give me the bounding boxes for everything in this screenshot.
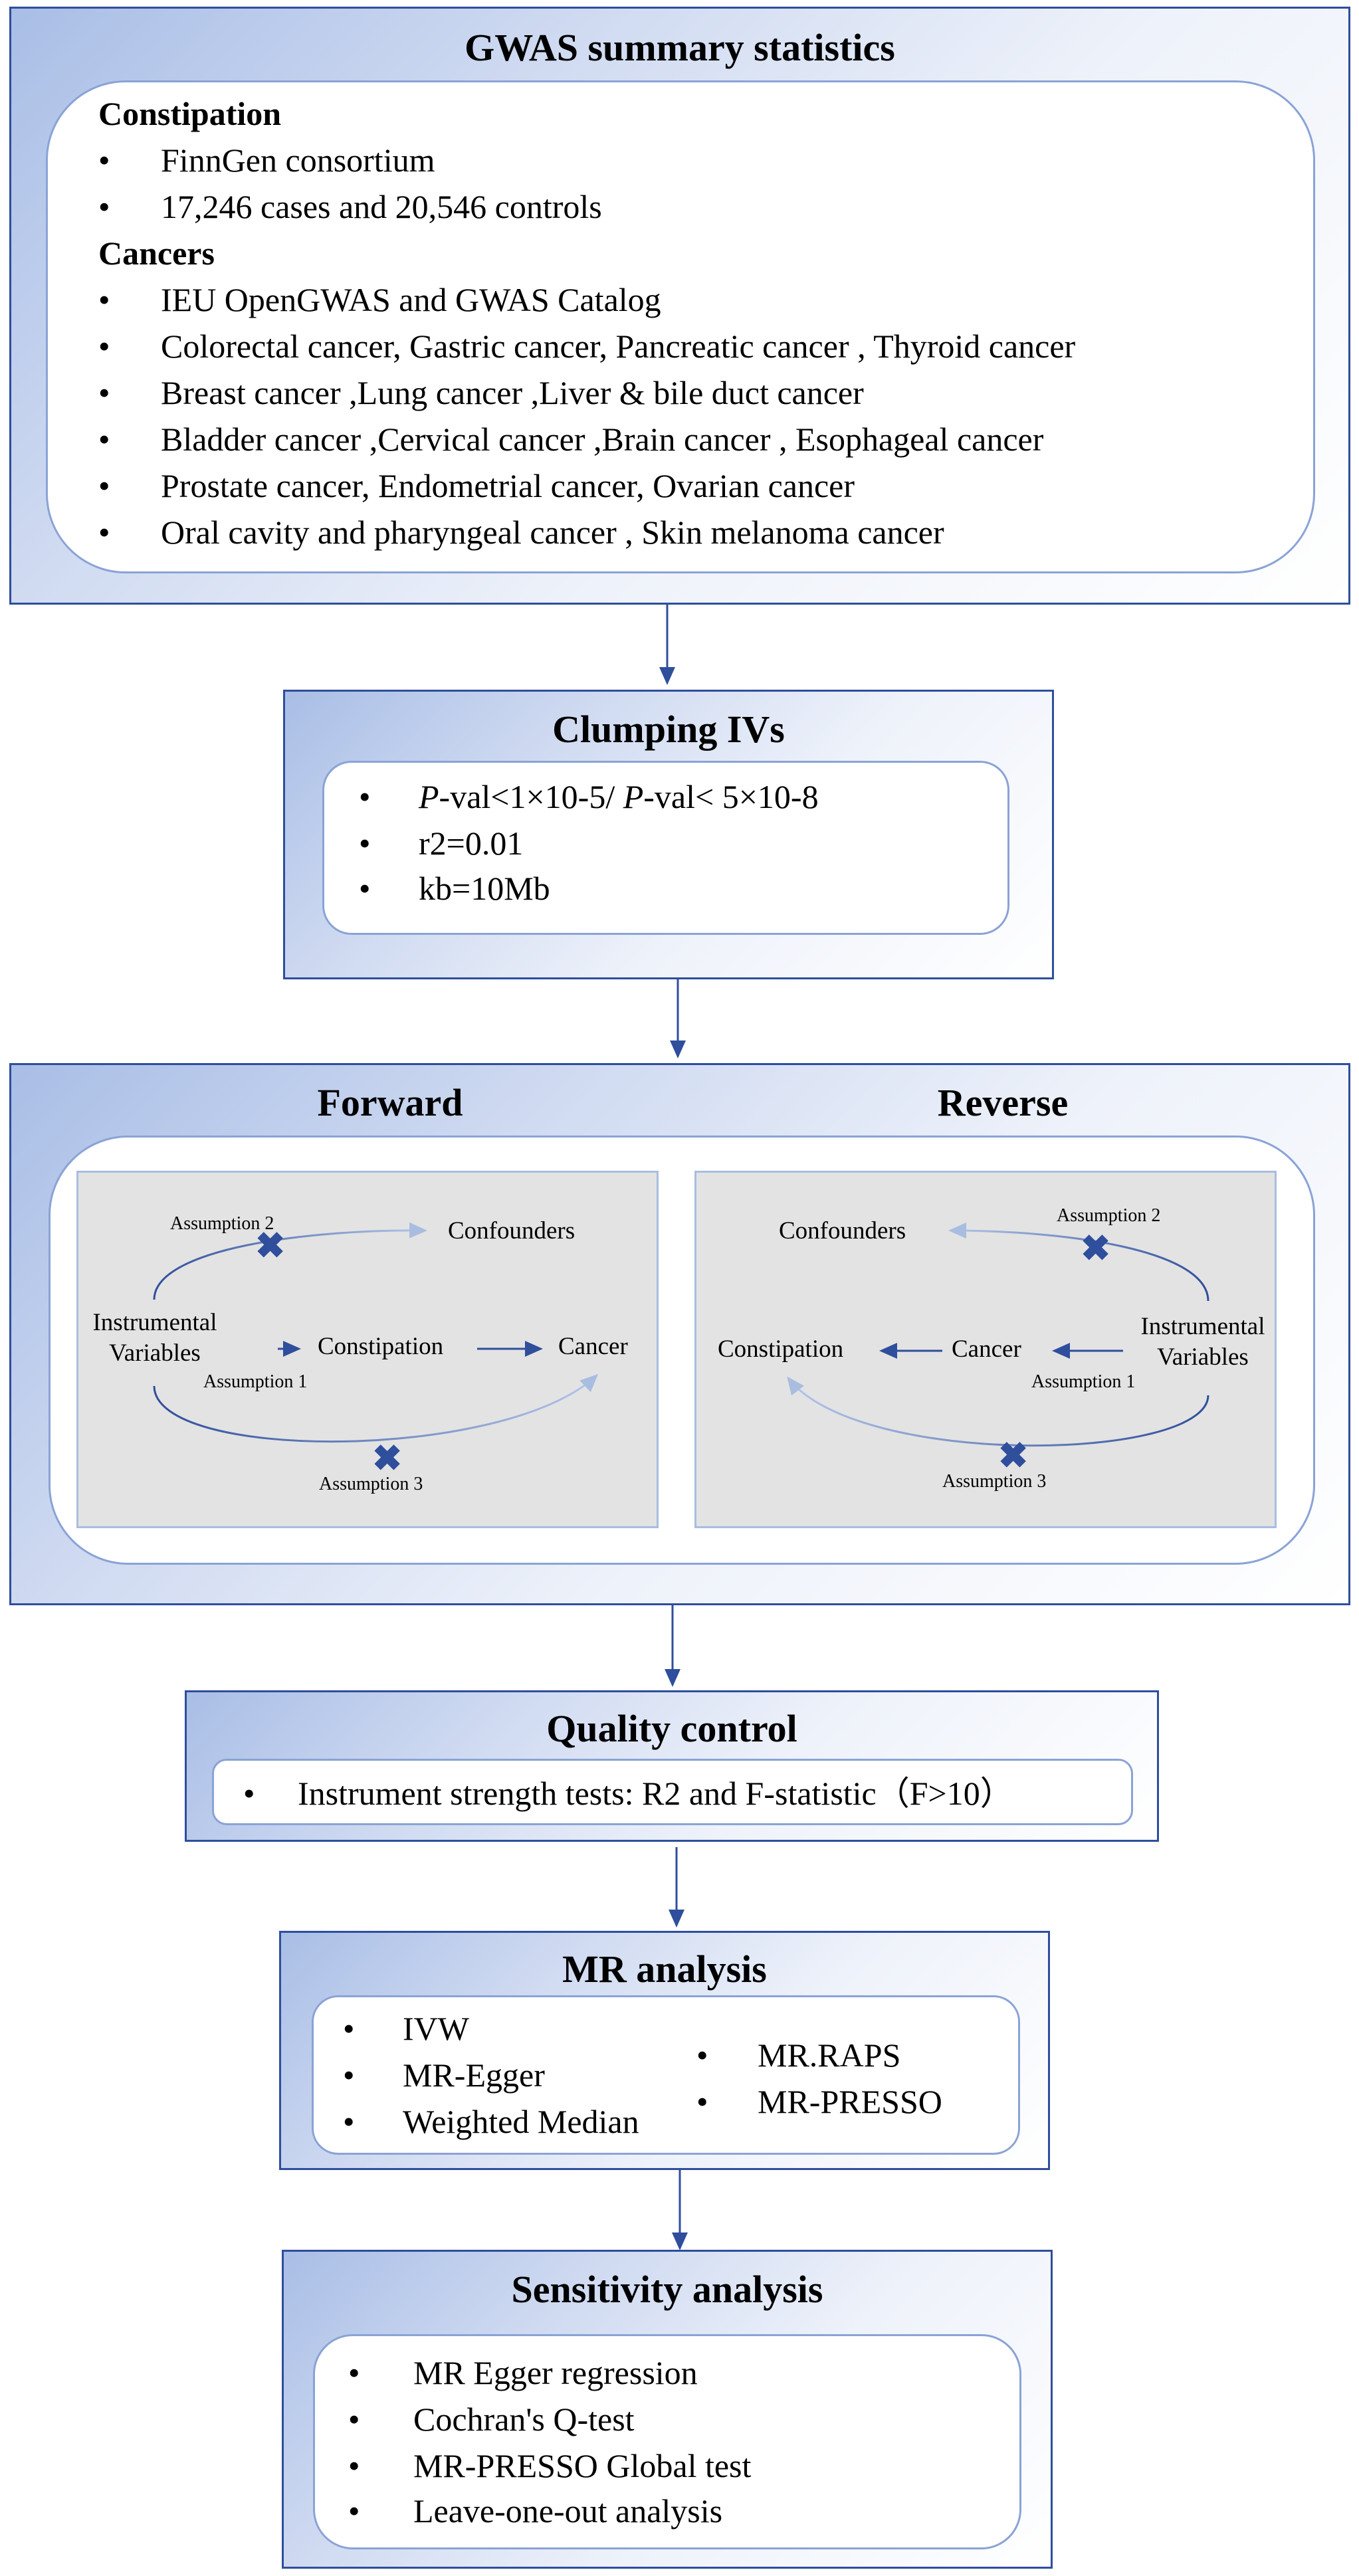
sensitivity-item: Leave-one-out analysis: [413, 2492, 723, 2529]
gwas-item: FinnGen consortium: [161, 142, 435, 179]
reverse-constipation-label: Constipation: [718, 1336, 844, 1363]
bullet: •: [348, 2492, 360, 2529]
variables-line: Variables: [109, 1339, 201, 1367]
clumping-item: kb=10Mb: [419, 870, 550, 907]
gwas-item: Bladder cancer ,Cervical cancer ,Brain c…: [161, 421, 1044, 458]
p-italic: P: [623, 778, 644, 815]
forward-instrumental-label: Instrumental Variables: [85, 1308, 225, 1369]
gwas-item: Colorectal cancer, Gastric cancer, Pancr…: [161, 328, 1076, 365]
bullet: •: [98, 467, 110, 504]
sensitivity-title: Sensitivity analysis: [511, 2268, 823, 2311]
forward-cancer-label: Cancer: [558, 1333, 628, 1360]
bullet: •: [359, 870, 371, 907]
forward-assumption-1-label: Assumption 1: [203, 1371, 308, 1392]
instrumental-line: Instrumental: [1140, 1313, 1265, 1340]
iv-to-cancer-curve: [153, 1373, 599, 1443]
gwas-item: Breast cancer ,Lung cancer ,Liver & bile…: [161, 374, 864, 411]
mr-method: MR-PRESSO: [758, 2083, 942, 2120]
sensitivity-item: Cochran's Q-test: [413, 2401, 635, 2438]
mr-analysis-inner-box: • IVW • MR-Egger • Weighted Median • MR.…: [312, 1995, 1020, 2155]
gwas-item: 17,246 cases and 20,546 controls: [161, 188, 602, 225]
reverse-violation-x-icon: ✖: [998, 1436, 1029, 1476]
mr-method: Weighted Median: [403, 2103, 639, 2140]
reverse-assumption-3-label: Assumption 3: [942, 1471, 1047, 1492]
bullet: •: [98, 328, 110, 365]
quality-title: Quality control: [546, 1707, 797, 1750]
bullet: •: [98, 514, 110, 551]
pval-text: -val<1×10-5/: [439, 778, 623, 815]
sensitivity-inner-box: • MR Egger regression • Cochran's Q-test…: [313, 2334, 1021, 2549]
bullet: •: [98, 142, 110, 179]
gwas-item: Prostate cancer, Endometrial cancer, Ova…: [161, 467, 855, 504]
variables-line: Variables: [1157, 1343, 1249, 1371]
reverse-instrumental-label: Instrumental Variables: [1130, 1312, 1276, 1373]
mr-analysis-panel: MR analysis • IVW • MR-Egger • Weighted …: [279, 1931, 1050, 2170]
cancers-heading: Cancers: [98, 235, 215, 272]
quality-panel: Quality control • Instrument strength te…: [185, 1690, 1159, 1842]
forward-title: Forward: [317, 1081, 463, 1124]
bullet: •: [343, 2103, 355, 2140]
forward-constipation-label: Constipation: [318, 1333, 444, 1360]
forward-violation-x-icon: ✖: [372, 1438, 403, 1478]
forward-assumption-2-label: Assumption 2: [170, 1213, 274, 1234]
bullet: •: [359, 778, 371, 815]
bullet: •: [696, 2036, 708, 2074]
gwas-item: Oral cavity and pharyngeal cancer , Skin…: [161, 514, 944, 551]
pval-text: -val< 5×10-8: [643, 778, 819, 815]
bullet: •: [696, 2083, 708, 2120]
iv-to-confounders-curve: [153, 1222, 427, 1300]
bullet: •: [359, 825, 371, 862]
iv-to-confounders-curve-reverse: [948, 1223, 1209, 1302]
quality-item: Instrument strength tests: R2 and F-stat…: [298, 1775, 1013, 1812]
bullet: •: [343, 2056, 355, 2094]
bullet: •: [348, 2354, 360, 2391]
bullet: •: [98, 188, 110, 225]
gwas-inner-box: Constipation • FinnGen consortium • 17,2…: [46, 80, 1315, 573]
gwas-item: IEU OpenGWAS and GWAS Catalog: [161, 281, 661, 318]
p-italic: P: [419, 778, 439, 815]
clumping-panel: Clumping IVs • P-val<1×10-5/ P-val< 5×10…: [283, 690, 1054, 979]
reverse-cancer-label: Cancer: [952, 1336, 1021, 1363]
clumping-item: r2=0.01: [419, 825, 524, 862]
forward-diagram: [76, 1171, 659, 1528]
gwas-title: GWAS summary statistics: [465, 26, 895, 69]
bullet: •: [343, 2010, 355, 2047]
clumping-inner-box: • P-val<1×10-5/ P-val< 5×10-8 • r2=0.01 …: [322, 761, 1009, 935]
reverse-title: Reverse: [937, 1081, 1069, 1124]
bullet: •: [348, 2401, 360, 2438]
constipation-heading: Constipation: [98, 95, 282, 132]
bullet: •: [243, 1775, 255, 1812]
instrumental-line: Instrumental: [92, 1309, 217, 1336]
mr-analysis-title: MR analysis: [562, 1947, 767, 1991]
reverse-violation-x-icon: ✖: [1081, 1229, 1111, 1268]
sensitivity-panel: Sensitivity analysis • MR Egger regressi…: [282, 2250, 1053, 2569]
forward-assumption-3-label: Assumption 3: [319, 1474, 423, 1494]
pval-threshold: P-val<1×10-5/ P-val< 5×10-8: [419, 780, 819, 813]
forward-confounders-label: Confounders: [448, 1217, 575, 1244]
mr-method: MR-Egger: [403, 2056, 545, 2094]
reverse-assumption-2-label: Assumption 2: [1057, 1205, 1161, 1226]
reverse-assumption-1-label: Assumption 1: [1031, 1371, 1136, 1392]
bullet: •: [348, 2447, 360, 2484]
sensitivity-item: MR Egger regression: [413, 2354, 698, 2391]
sensitivity-item: MR-PRESSO Global test: [413, 2447, 752, 2484]
clumping-title: Clumping IVs: [552, 708, 785, 751]
bullet: •: [98, 374, 110, 411]
mr-method: MR.RAPS: [758, 2036, 901, 2074]
reverse-confounders-label: Confounders: [779, 1217, 906, 1244]
bullet: •: [98, 421, 110, 458]
gwas-panel: GWAS summary statistics Constipation • F…: [9, 7, 1350, 605]
quality-inner-box: • Instrument strength tests: R2 and F-st…: [212, 1759, 1133, 1825]
mr-method: IVW: [403, 2010, 469, 2047]
forward-violation-x-icon: ✖: [255, 1226, 286, 1266]
bullet: •: [98, 281, 110, 318]
iv-to-constipation-curve: [787, 1376, 1209, 1447]
